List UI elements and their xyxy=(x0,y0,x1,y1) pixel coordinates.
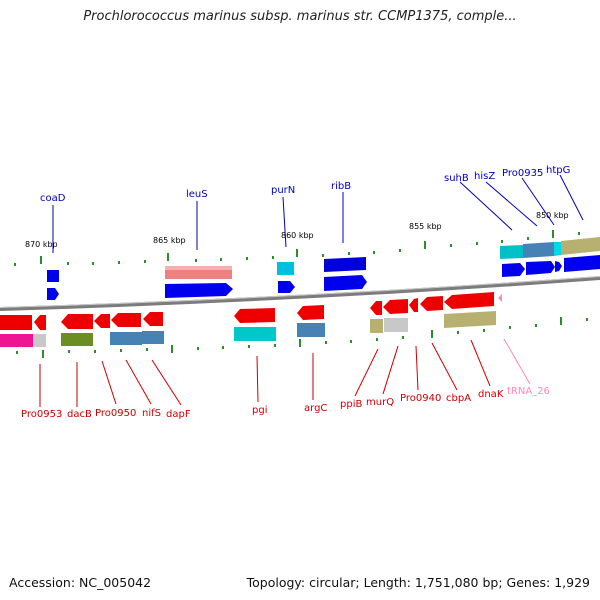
gene-pgi-arrow[interactable] xyxy=(234,308,275,323)
gene-dnaK-bar[interactable] xyxy=(444,311,496,328)
gene-dnaK-arrow[interactable] xyxy=(444,292,494,309)
label-purN[interactable]: purN xyxy=(271,185,295,196)
scale-label-855: 855 kbp xyxy=(409,222,442,231)
label-leuS[interactable]: leuS xyxy=(186,189,208,200)
gene-htpG-bar[interactable] xyxy=(561,237,600,255)
gene-cbpA-arrow[interactable] xyxy=(420,296,443,311)
bottom-leader-lines xyxy=(39,339,491,407)
scale-label-865: 865 kbp xyxy=(153,236,186,245)
gene-ppiB-arrow[interactable] xyxy=(370,301,382,315)
label-dapF[interactable]: dapF xyxy=(166,409,191,420)
gene-purN-bar[interactable] xyxy=(277,262,294,275)
gene-hisZ-arrow[interactable] xyxy=(526,261,555,275)
gene-pgi-bar[interactable] xyxy=(234,327,276,341)
label-Pro0953[interactable]: Pro0953 xyxy=(21,409,62,420)
scale-label-850: 850 kbp xyxy=(536,211,569,220)
trna-leader-line xyxy=(503,338,531,385)
gene-tRNA_26-arrow[interactable] xyxy=(498,294,502,302)
scale-label-870: 870 kbp xyxy=(25,240,58,249)
gene-suhB-arrow[interactable] xyxy=(502,263,525,277)
gene-dapF-arrow[interactable] xyxy=(143,312,163,326)
gene-coaD-bar[interactable] xyxy=(47,270,59,282)
gene-Pro0935-bar[interactable] xyxy=(554,242,561,256)
accession-text: Accession: NC_005042 xyxy=(9,575,152,590)
gene-Pro0953-bar[interactable] xyxy=(0,334,33,347)
gene-Pro0953b-arrow[interactable] xyxy=(34,315,46,330)
gene-Pro0935-arrow[interactable] xyxy=(555,261,562,272)
gene-ribB-arrow[interactable] xyxy=(324,275,367,291)
top-leader-lines xyxy=(52,174,584,253)
gene-dacB-arrow[interactable] xyxy=(61,314,93,329)
label-ppiB[interactable]: ppiB xyxy=(340,399,362,410)
label-cbpA[interactable]: cbpA xyxy=(446,393,471,404)
gene-hisZ-bar[interactable] xyxy=(523,242,554,258)
gene-Pro0953-bar-grey xyxy=(33,334,46,347)
major-ticks-top xyxy=(40,230,554,264)
label-Pro0940[interactable]: Pro0940 xyxy=(400,393,441,404)
gene-ppiB-bar[interactable] xyxy=(370,319,383,333)
gene-leuS-arrow[interactable] xyxy=(165,283,233,298)
gene-nifS-arrow[interactable] xyxy=(111,313,141,327)
gene-ribB-bar[interactable] xyxy=(324,257,366,272)
label-hisZ[interactable]: hisZ xyxy=(474,171,495,182)
label-coaD[interactable]: coaD xyxy=(40,193,66,204)
label-murQ[interactable]: murQ xyxy=(366,397,394,408)
label-argC[interactable]: argC xyxy=(304,403,327,414)
minor-ticks-top xyxy=(14,232,580,266)
label-htpG[interactable]: htpG xyxy=(546,165,570,176)
genome-backbone-highlight xyxy=(0,276,600,308)
gene-dacB-bar[interactable] xyxy=(61,333,93,346)
gene-Pro0950-arrow[interactable] xyxy=(94,314,110,328)
label-dnaK[interactable]: dnaK xyxy=(478,389,504,400)
label-nifS[interactable]: nifS xyxy=(142,408,161,419)
topology-text: Topology: circular; Length: 1,751,080 bp… xyxy=(246,575,590,590)
gene-Pro0953-arrow[interactable] xyxy=(0,315,32,330)
gene-argC-arrow[interactable] xyxy=(297,305,324,320)
label-ribB[interactable]: ribB xyxy=(331,181,351,192)
gene-suhB-bar[interactable] xyxy=(500,245,523,259)
gene-murQ-bar[interactable] xyxy=(384,318,408,332)
label-Pro0935[interactable]: Pro0935 xyxy=(502,168,543,179)
scale-label-860: 860 kbp xyxy=(281,231,314,240)
gene-Pro0940-arrow[interactable] xyxy=(409,298,418,312)
label-Pro0950[interactable]: Pro0950 xyxy=(95,408,136,419)
gene-murQ-arrow[interactable] xyxy=(383,299,408,314)
gene-argC-bar[interactable] xyxy=(297,323,325,337)
ticks-bottom xyxy=(16,317,588,358)
gene-coaD-arrow[interactable] xyxy=(47,288,59,300)
label-pgi[interactable]: pgi xyxy=(252,405,267,416)
gene-nifS-bar[interactable] xyxy=(110,332,142,345)
gene-htpG-arrow[interactable] xyxy=(564,255,600,272)
gene-dapF-bar[interactable] xyxy=(142,331,164,344)
label-suhB[interactable]: suhB xyxy=(444,173,469,184)
gene-leuS-bar-shine xyxy=(165,266,232,270)
map-title: Prochlorococcus marinus subsp. marinus s… xyxy=(83,9,517,24)
label-tRNA_26[interactable]: tRNA_26 xyxy=(507,386,550,397)
gene-purN-arrow[interactable] xyxy=(278,281,295,293)
genome-backbone xyxy=(0,276,600,311)
label-dacB[interactable]: dacB xyxy=(67,409,92,420)
